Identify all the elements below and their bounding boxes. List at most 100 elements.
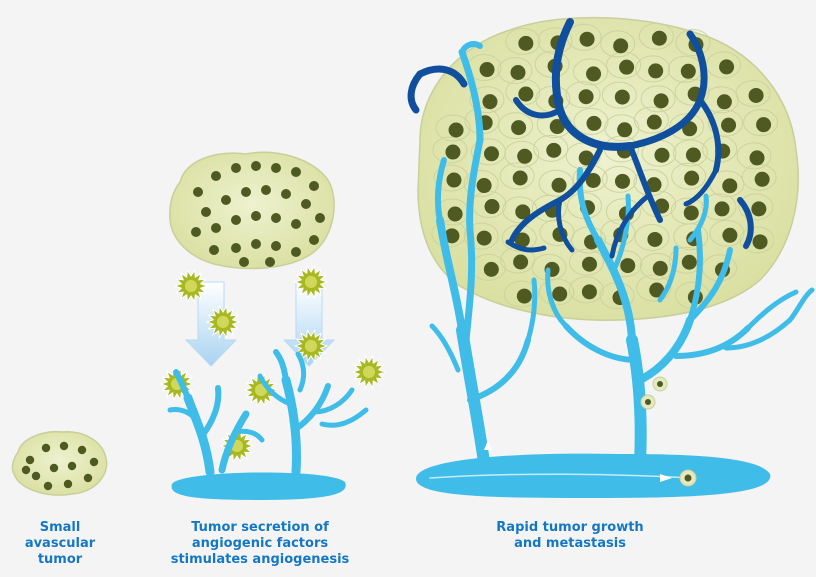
cell-nucleus [42,444,50,452]
cell-nucleus [615,174,630,189]
cell-nucleus [231,163,241,173]
cell-nucleus [90,458,98,466]
cell-nucleus [654,93,669,108]
cell-nucleus [756,117,771,132]
cell-nucleus [209,245,219,255]
vessel-stage-2 [170,352,366,500]
cell-nucleus [64,480,72,488]
cell-nucleus [68,462,76,470]
cell-nucleus [449,122,464,137]
cell-nucleus [261,185,271,195]
cell-nucleus [484,146,499,161]
caption-rapid-tumor-growth: Rapid tumor growth and metastasis [470,520,670,552]
cell-nucleus [221,195,231,205]
cell-nucleus [315,213,325,223]
cell-nucleus [309,181,319,191]
cell-nucleus [251,161,261,171]
cell-nucleus [517,289,532,304]
cell-nucleus [686,148,701,163]
cell-nucleus [271,213,281,223]
cell-nucleus [552,287,567,302]
cell-nucleus [647,232,662,247]
caption-line: avascular [20,536,100,552]
cell-nucleus [652,31,667,46]
cell-nucleus [477,178,492,193]
cell-nucleus [251,239,261,249]
caption-line: stimulates angiogenesis [160,552,360,568]
caption-line: Small [20,520,100,536]
cell-nucleus [448,206,463,221]
cell-nucleus [32,472,40,480]
cell-nucleus [681,64,696,79]
cell-nucleus [239,257,249,267]
cell-nucleus [291,167,301,177]
cell-nucleus [513,255,528,270]
secreting-tumor [170,152,334,268]
cell-nucleus [613,38,628,53]
cell-nucleus [582,257,597,272]
cell-nucleus [582,284,597,299]
cell-nucleus [301,199,311,209]
cell-nucleus [193,187,203,197]
cell-nucleus [480,62,495,77]
cell-nucleus [755,172,770,187]
cell-nucleus [619,60,634,75]
cell-nucleus [586,116,601,131]
cell-nucleus [484,199,499,214]
cell-nucleus [26,456,34,464]
cell-nucleus [231,243,241,253]
cell-nucleus [684,205,699,220]
cell-nucleus [586,66,601,81]
caption-line: and metastasis [470,536,670,552]
caption-small-avascular-tumor: Small avascular tumor [20,520,100,568]
cell-nucleus [518,36,533,51]
cell-nucleus [682,255,697,270]
cell-nucleus [211,171,221,181]
cell-nucleus [648,63,663,78]
cell-nucleus [653,261,668,276]
cell-nucleus [271,241,281,251]
cell-nucleus [617,122,632,137]
cell-nucleus [271,163,281,173]
small-avascular-tumor [12,432,106,495]
cell-nucleus [513,171,528,186]
cell-nucleus [251,211,261,221]
cell-nucleus [201,207,211,217]
caption-line: Rapid tumor growth [470,520,670,536]
cell-nucleus [446,173,461,188]
cell-nucleus [241,187,251,197]
cell-nucleus [615,90,630,105]
cell-nucleus [445,145,460,160]
cell-nucleus [44,482,52,490]
caption-line: tumor [20,552,100,568]
cell-nucleus [518,87,533,102]
cell-nucleus [511,65,526,80]
cell-nucleus [309,235,319,245]
caption-angiogenic-secretion: Tumor secretion of angiogenic factors st… [160,520,360,568]
cell-nucleus [191,227,201,237]
cell-nucleus [265,257,275,267]
cell-nucleus [78,446,86,454]
cell-nucleus [211,223,221,233]
cell-nucleus [552,178,567,193]
cell-nucleus [753,234,768,249]
cell-nucleus [517,149,532,164]
cell-nucleus [579,89,594,104]
cell-nucleus [477,231,492,246]
cell-nucleus [719,59,734,74]
cell-nucleus [546,143,561,158]
cell-nucleus [511,120,526,135]
caption-line: angiogenic factors [160,536,360,552]
cell-nucleus [22,466,30,474]
cell-nucleus [620,258,635,273]
cell-nucleus [715,201,730,216]
cell-nucleus [722,178,737,193]
cell-nucleus [717,94,732,109]
cell-nucleus [291,247,301,257]
cell-nucleus [684,171,699,186]
cell-nucleus [50,464,58,472]
cell-nucleus [281,189,291,199]
cell-nucleus [482,94,497,109]
cell-nucleus [647,115,662,130]
